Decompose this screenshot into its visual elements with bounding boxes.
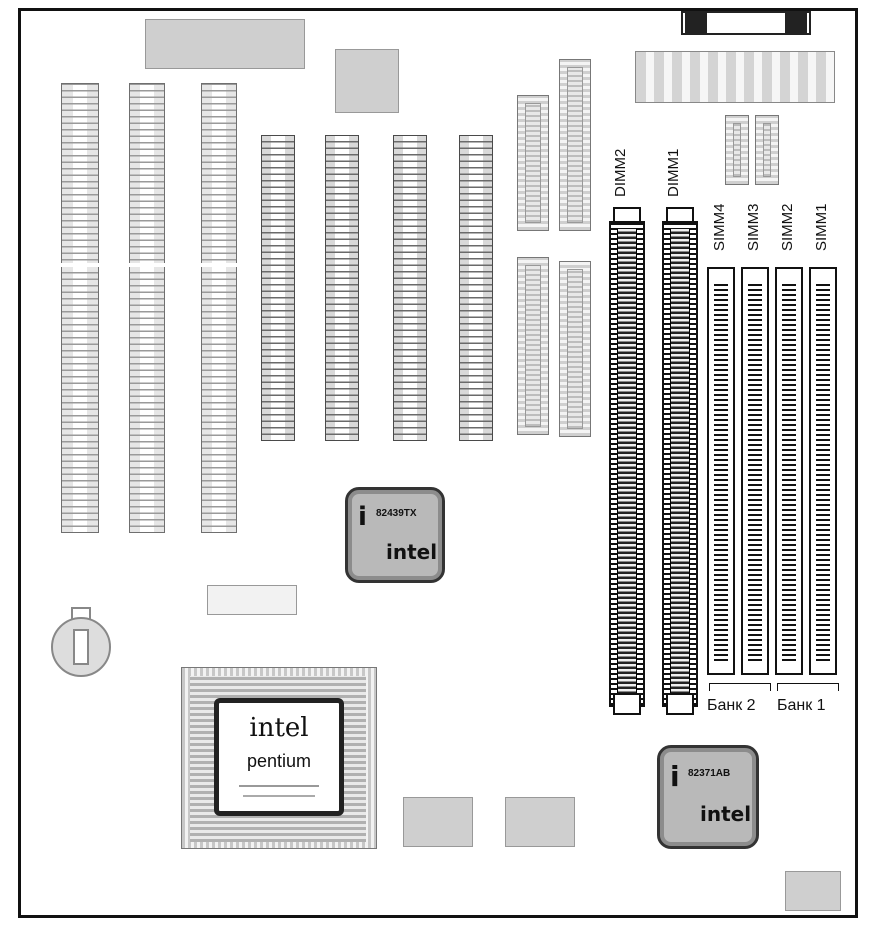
cpu-brand: intel xyxy=(249,713,309,743)
ide-header-bottom-left xyxy=(517,257,549,435)
keyboard-connector xyxy=(145,19,305,69)
isa-slot-3 xyxy=(200,83,238,533)
southbridge-model: 82371AB xyxy=(688,768,731,779)
simm2-label: SIMM2 xyxy=(779,203,796,251)
cpu-name: pentium xyxy=(246,751,312,771)
intel-i-logo-southbridge: i xyxy=(670,760,680,793)
dimm2-bottom-latch xyxy=(613,693,641,715)
power-connector xyxy=(635,51,835,103)
pci-slot-1 xyxy=(261,135,295,441)
small-header-left xyxy=(725,115,749,185)
small-chip-top xyxy=(335,49,399,113)
southbridge-brand: intel xyxy=(700,802,752,826)
bottom-chip-2 xyxy=(505,797,575,847)
ide-header-top-right xyxy=(559,59,591,231)
cpu-chip: intel pentium xyxy=(214,698,344,816)
cpu-socket: intel pentium xyxy=(181,667,377,849)
small-header-middle xyxy=(207,585,297,615)
bottom-chip-1 xyxy=(403,797,473,847)
dimm1-bottom-latch xyxy=(666,693,694,715)
isa-slot-2 xyxy=(128,83,166,533)
simm1-slot[interactable] xyxy=(809,267,837,675)
dimm1-slot[interactable] xyxy=(662,221,698,707)
ide-header-top-left xyxy=(517,95,549,231)
simm1-label: SIMM1 xyxy=(813,203,830,251)
bank1-bracket xyxy=(777,683,839,691)
isa-slot-1 xyxy=(60,83,100,533)
southbridge-chip: i 82371AB intel xyxy=(657,745,759,849)
pci-slot-4 xyxy=(459,135,493,441)
dimm2-slot[interactable] xyxy=(609,221,645,707)
intel-i-logo: i xyxy=(358,502,367,532)
top-right-connector xyxy=(681,11,811,35)
dimm2-label: DIMM2 xyxy=(612,148,629,197)
bottom-right-chip xyxy=(785,871,841,911)
simm4-label: SIMM4 xyxy=(711,203,728,251)
pci-slot-3 xyxy=(393,135,427,441)
northbridge-brand: intel xyxy=(386,540,438,564)
bank1-label: Банк 1 xyxy=(777,697,826,714)
small-header-right xyxy=(755,115,779,185)
fdd-header xyxy=(559,261,591,437)
dimm1-label: DIMM1 xyxy=(665,148,682,197)
bank2-label: Банк 2 xyxy=(707,697,756,714)
motherboard-outline: DIMM2 DIMM1 SIMM4 SIMM3 SIMM2 SIMM1 Банк… xyxy=(18,8,858,918)
simm3-label: SIMM3 xyxy=(745,203,762,251)
northbridge-chip: i 82439TX intel xyxy=(345,487,445,583)
battery xyxy=(51,607,115,679)
pci-slot-2 xyxy=(325,135,359,441)
simm4-slot[interactable] xyxy=(707,267,735,675)
simm2-slot[interactable] xyxy=(775,267,803,675)
bank2-bracket xyxy=(709,683,771,691)
simm3-slot[interactable] xyxy=(741,267,769,675)
northbridge-model: 82439TX xyxy=(376,508,417,519)
